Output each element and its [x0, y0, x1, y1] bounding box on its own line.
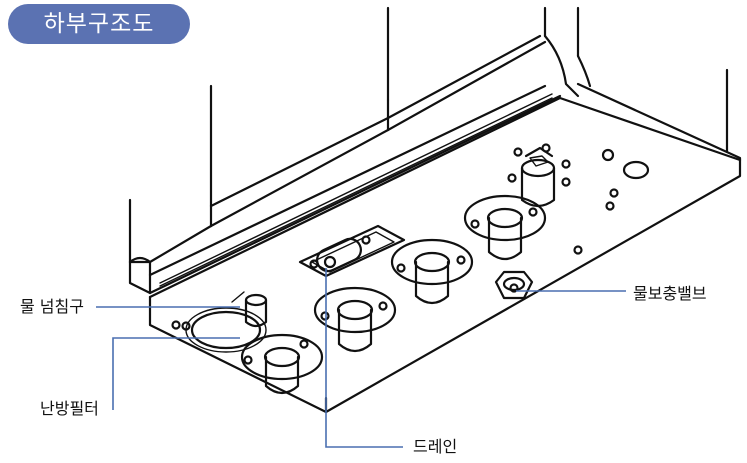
- housing-edges: [128, 6, 729, 264]
- pipe-fitting-4: [240, 333, 324, 395]
- label-drain: 드레인: [413, 437, 458, 456]
- front-frame: [128, 34, 592, 295]
- fill-valve: [494, 270, 534, 300]
- freeze-filter-disc: [181, 307, 267, 353]
- bottom-plate: [148, 82, 742, 414]
- pipe-fitting-3: [463, 194, 547, 261]
- callout-line-freeze: [112, 337, 240, 410]
- callout-lines: [96, 268, 626, 448]
- misc-holes: [171, 148, 650, 330]
- overflow-outlet: [231, 291, 268, 328]
- label-fill-valve: 물보충밸브: [633, 284, 707, 303]
- page-title: 하부구조도: [8, 4, 190, 44]
- pipe-fitting-2: [313, 286, 397, 353]
- drain-recess: [298, 224, 406, 278]
- label-freeze-filter: 난방필터: [40, 399, 99, 418]
- label-overflow: 물 넘침구: [20, 297, 84, 316]
- callout-line-drain: [325, 268, 403, 448]
- pipe-fitting-1: [390, 238, 474, 305]
- top-valve: [507, 143, 571, 208]
